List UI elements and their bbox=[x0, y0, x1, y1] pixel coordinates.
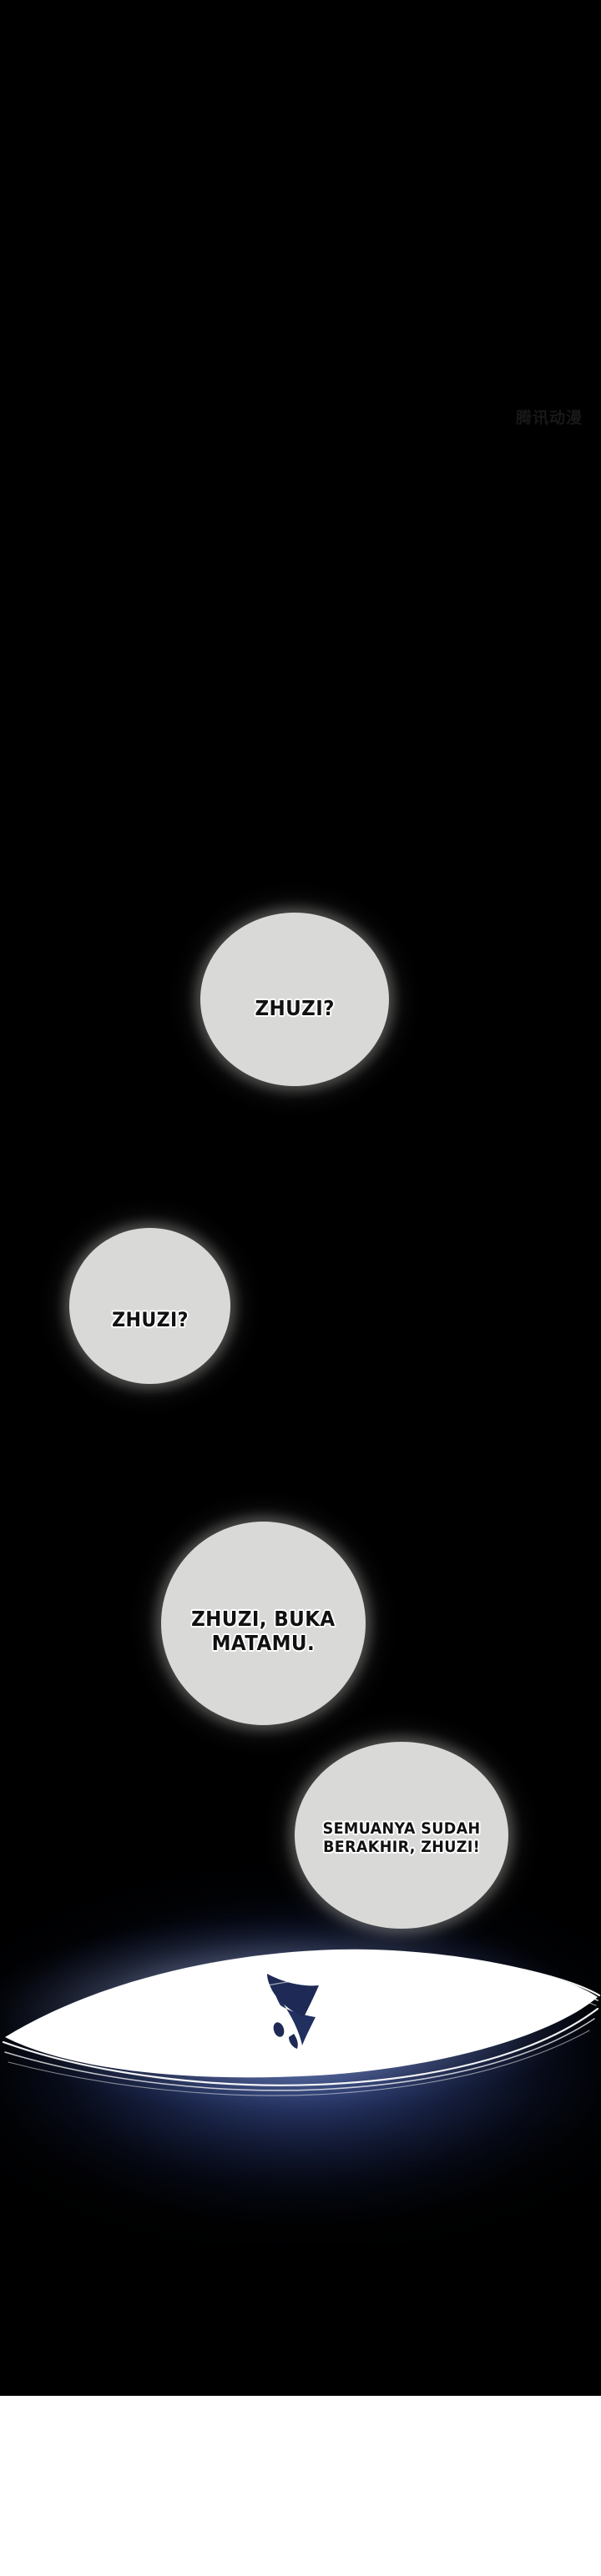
lens-backlight bbox=[0, 1914, 593, 2115]
bottom-fade bbox=[0, 2094, 601, 2396]
glow-artwork bbox=[0, 1819, 601, 2396]
comic-panel: 腾讯动漫 bbox=[0, 0, 601, 2396]
lens-streak-lines bbox=[2, 1952, 601, 2096]
speech-bubble-1-text: ZHUZI? bbox=[255, 996, 335, 1021]
figure-silhouette bbox=[267, 1974, 319, 2049]
lens-shape-group bbox=[0, 1819, 601, 2396]
lens-svg bbox=[0, 1914, 601, 2396]
speech-bubble-2: ZHUZI? bbox=[69, 1228, 230, 1384]
blue-glow-halo bbox=[0, 1844, 601, 2294]
speech-bubble-2-text: ZHUZI? bbox=[111, 1308, 189, 1332]
speech-bubble-1: ZHUZI? bbox=[200, 913, 389, 1086]
page-background bbox=[0, 2396, 601, 2576]
white-lens-body bbox=[5, 1949, 598, 2078]
tencent-comics-watermark: 腾讯动漫 bbox=[515, 409, 583, 427]
